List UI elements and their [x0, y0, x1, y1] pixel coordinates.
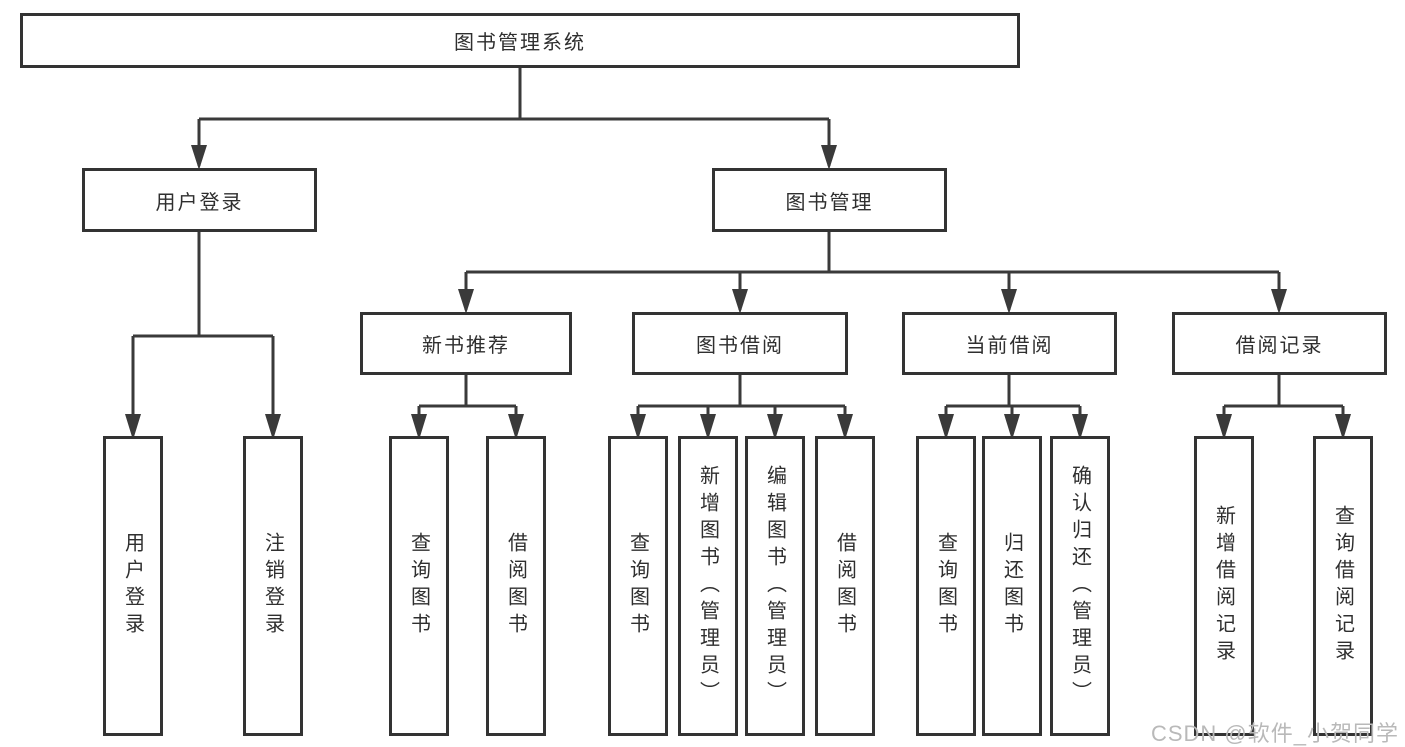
node-new-book-recommendation: 新书推荐 [360, 312, 572, 375]
leaf-query-books-recommend-label: 查询图书 [407, 532, 430, 640]
node-book-borrowing: 图书借阅 [632, 312, 848, 375]
leaf-confirm-return-admin: 确认归还（管理员） [1050, 436, 1110, 736]
leaf-borrow-books-borrowing: 借阅图书 [815, 436, 875, 736]
node-user-login-label: 用户登录 [155, 191, 244, 214]
node-root: 图书管理系统 [20, 13, 1020, 68]
node-root-label: 图书管理系统 [454, 32, 586, 54]
csdn-watermark: CSDN @软件_小贺同学 [1150, 721, 1399, 746]
node-current-borrowing-label: 当前借阅 [965, 335, 1054, 357]
leaf-user-login-label: 用户登录 [121, 532, 144, 640]
leaf-return-books-label: 归还图书 [1000, 532, 1023, 640]
leaf-query-books-current: 查询图书 [916, 436, 976, 736]
leaf-query-borrow-record: 查询借阅记录 [1313, 436, 1373, 736]
connector-lines [131, 68, 1345, 434]
leaf-return-books: 归还图书 [982, 436, 1042, 736]
leaf-logout-login: 注销登录 [243, 436, 303, 736]
leaf-query-books-current-label: 查询图书 [934, 532, 957, 640]
node-book-borrowing-label: 图书借阅 [696, 335, 784, 357]
node-book-management: 图书管理 [712, 168, 947, 232]
node-new-book-recommendation-label: 新书推荐 [422, 335, 510, 357]
leaf-borrow-books-borrowing-label: 借阅图书 [833, 532, 856, 640]
leaf-query-borrow-record-label: 查询借阅记录 [1331, 505, 1354, 667]
node-current-borrowing: 当前借阅 [902, 312, 1117, 375]
leaf-edit-books-admin: 编辑图书（管理员） [745, 436, 805, 736]
leaf-query-books-borrowing-label: 查询图书 [626, 532, 649, 640]
leaf-add-books-admin-label: 新增图书（管理员） [696, 464, 719, 708]
node-borrowing-records: 借阅记录 [1172, 312, 1387, 375]
leaf-query-books-recommend: 查询图书 [389, 436, 449, 736]
leaf-add-borrow-record-label: 新增借阅记录 [1212, 505, 1235, 667]
leaf-user-login: 用户登录 [103, 436, 163, 736]
node-borrowing-records-label: 借阅记录 [1235, 335, 1324, 357]
node-user-login: 用户登录 [82, 168, 317, 232]
node-book-management-label: 图书管理 [785, 191, 874, 214]
leaf-edit-books-admin-label: 编辑图书（管理员） [763, 464, 786, 708]
leaf-logout-login-label: 注销登录 [261, 532, 284, 640]
leaf-confirm-return-admin-label: 确认归还（管理员） [1068, 464, 1091, 708]
leaf-add-borrow-record: 新增借阅记录 [1194, 436, 1254, 736]
leaf-query-books-borrowing: 查询图书 [608, 436, 668, 736]
leaf-borrow-books-recommend-label: 借阅图书 [504, 532, 527, 640]
leaf-add-books-admin: 新增图书（管理员） [678, 436, 738, 736]
leaf-borrow-books-recommend: 借阅图书 [486, 436, 546, 736]
